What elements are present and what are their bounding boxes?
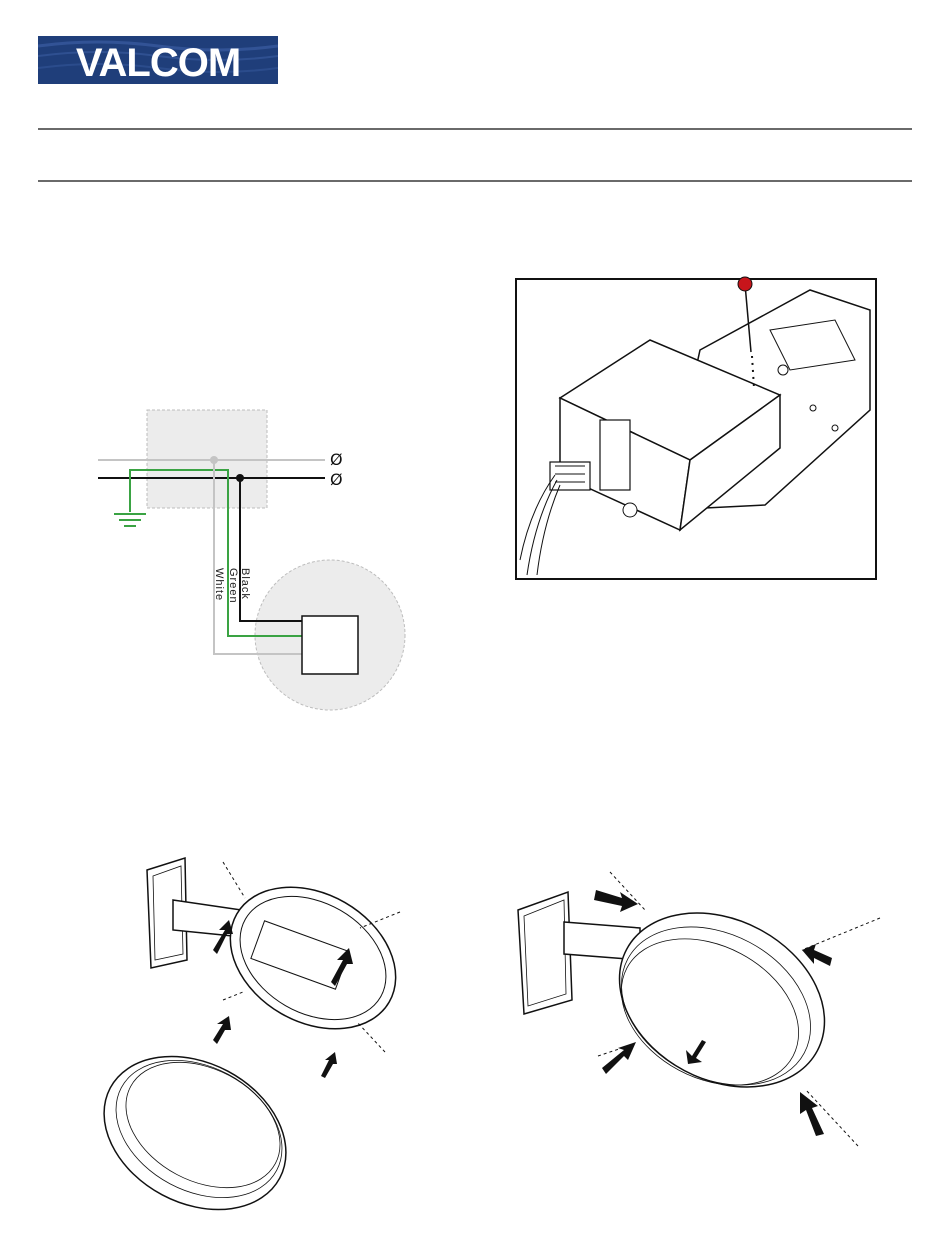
- header-rule-bottom: [38, 180, 912, 182]
- red-marker: [738, 277, 752, 291]
- phase-symbol-1: Ø: [330, 450, 343, 469]
- device-box: [302, 616, 358, 674]
- lens-cover: [95, 1026, 313, 1220]
- valcom-logo: VALCOM: [38, 36, 278, 84]
- label-white: White: [213, 568, 225, 601]
- header-rule-top: [38, 128, 912, 130]
- ballast-illustration: [515, 270, 880, 582]
- arrow-4: [800, 1092, 824, 1136]
- wiring-diagram: Ø Ø Black Green White: [90, 400, 420, 720]
- logo-wordmark: VALCOM: [76, 41, 240, 84]
- ballast-clip: [600, 420, 630, 490]
- fixture-exploded-illustration: [95, 850, 415, 1220]
- label-green: Green: [227, 568, 239, 604]
- phase-symbol-2: Ø: [330, 470, 343, 489]
- arrow-2: [802, 944, 832, 966]
- label-black: Black: [239, 568, 251, 600]
- arrow-3: [213, 1016, 231, 1044]
- arrow-4: [321, 1052, 337, 1078]
- arrow-3: [602, 1042, 636, 1074]
- assembled-housing: [589, 879, 855, 1122]
- fixture-assembled-illustration: [510, 850, 900, 1160]
- arrow-1: [594, 890, 638, 912]
